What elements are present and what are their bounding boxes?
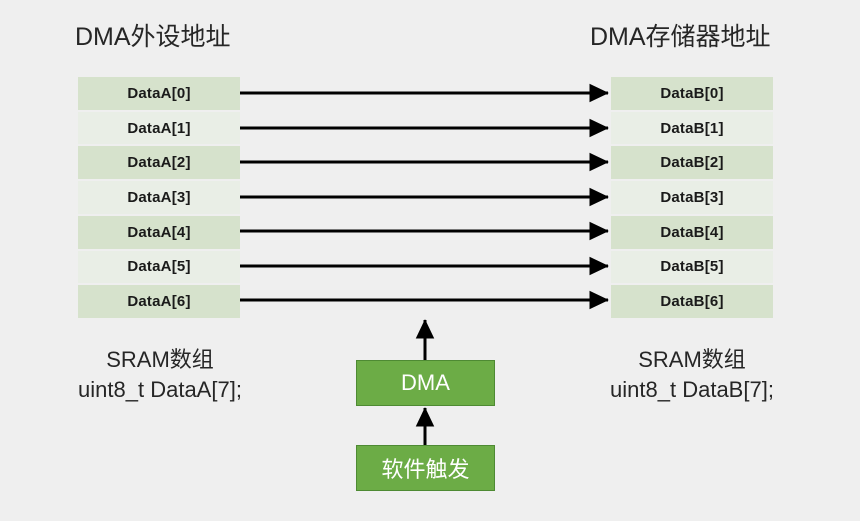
table-row: DataB[3]: [611, 181, 773, 214]
table-row: DataA[3]: [78, 181, 240, 214]
dest-column-title: DMA存储器地址: [590, 23, 771, 51]
dest-caption-line1: SRAM数组: [638, 347, 746, 372]
table-row: DataB[1]: [611, 111, 773, 145]
table-row: DataA[1]: [78, 111, 240, 145]
source-memory-table: DataA[0] DataA[1] DataA[2] DataA[3] Data…: [78, 77, 240, 319]
source-column-title: DMA外设地址: [75, 23, 231, 51]
table-row: DataB[5]: [611, 250, 773, 284]
source-caption: SRAM数组 uint8_t DataA[7];: [42, 345, 278, 404]
table-row: DataA[2]: [78, 146, 240, 180]
table-row: DataB[2]: [611, 146, 773, 180]
dest-caption: SRAM数组 uint8_t DataB[7];: [572, 345, 812, 404]
software-trigger-box[interactable]: 软件触发: [356, 445, 495, 491]
source-caption-line1: SRAM数组: [106, 347, 214, 372]
table-row: DataA[6]: [78, 285, 240, 319]
table-row: DataA[0]: [78, 77, 240, 110]
source-caption-line2: uint8_t DataA[7];: [78, 376, 242, 402]
dma-box[interactable]: DMA: [356, 360, 495, 406]
table-row: DataA[5]: [78, 250, 240, 284]
table-row: DataB[0]: [611, 77, 773, 110]
table-row: DataB[6]: [611, 285, 773, 319]
table-row: DataB[4]: [611, 215, 773, 249]
dest-caption-line2: uint8_t DataB[7];: [610, 376, 774, 402]
table-row: DataA[4]: [78, 215, 240, 249]
dest-memory-table: DataB[0] DataB[1] DataB[2] DataB[3] Data…: [611, 77, 773, 319]
